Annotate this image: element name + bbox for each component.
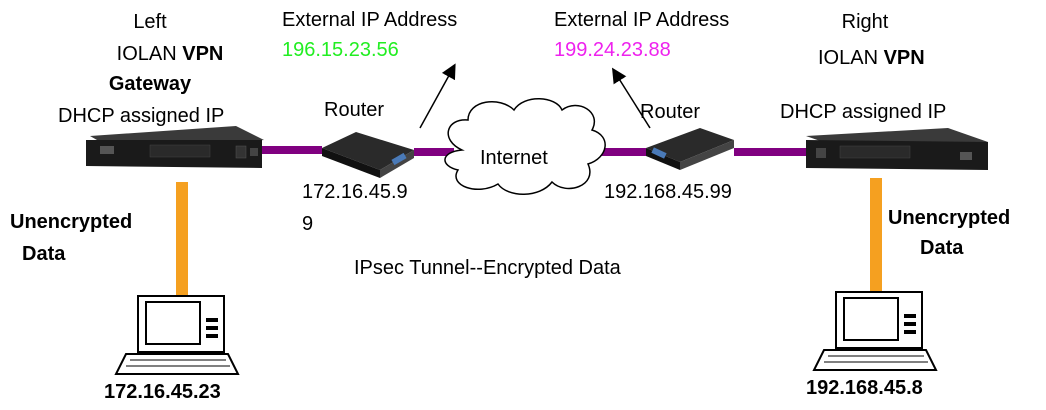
right-gateway-ip-label: DHCP assigned IP [780, 101, 947, 123]
left-router-icon [322, 132, 414, 178]
right-router-gateway-link [734, 148, 808, 156]
right-unencrypted-label-line1: Unencrypted [888, 207, 1011, 229]
left-external-ip-arrow [419, 63, 456, 129]
right-gateway-title-line1: Right [841, 11, 889, 33]
left-router-internal-ip-line2: 9 [302, 213, 314, 235]
left-gateway-vpn-text: VPN [182, 43, 224, 65]
tunnel-label: IPsec Tunnel--Encrypted Data [354, 257, 621, 279]
right-router-icon [646, 128, 734, 170]
left-router-internet-link [414, 148, 454, 156]
right-gateway-device-icon [806, 128, 988, 170]
left-router-internal-ip-line1: 172.16.45.9 [302, 181, 408, 203]
left-gateway-title-line1: Left [133, 11, 167, 33]
right-lan-link [870, 178, 882, 296]
internet-right-router-link [596, 148, 646, 156]
right-unencrypted-label-line2: Data [920, 237, 964, 259]
left-gateway-title-line2: IOLAN VPN [90, 42, 250, 66]
right-router-label: Router [640, 101, 701, 123]
right-router-internal-ip: 192.168.45.99 [604, 181, 732, 203]
right-external-ip: 199.24.23.88 [554, 39, 671, 61]
left-pc-icon [114, 295, 240, 375]
right-gateway-vpn-text: VPN [883, 47, 925, 69]
right-pc-ip: 192.168.45.8 [806, 377, 923, 399]
left-router-label: Router [324, 99, 385, 121]
left-pc-ip: 172.16.45.23 [104, 381, 221, 403]
left-gateway-router-link [262, 146, 322, 154]
left-gateway-device-icon [86, 126, 264, 168]
left-external-ip-label: External IP Address [282, 9, 458, 31]
right-gateway-title-line2: IOLAN VPN [818, 46, 925, 70]
right-external-ip-label: External IP Address [554, 9, 730, 31]
internet-cloud [444, 98, 606, 195]
left-unencrypted-label-line2: Data [22, 243, 66, 265]
right-gateway-iolan-text: IOLAN [818, 47, 879, 69]
left-lan-link [176, 182, 188, 298]
right-pc-icon [812, 291, 938, 371]
right-external-ip-arrow [612, 67, 651, 129]
left-gateway-ip-label: DHCP assigned IP [58, 105, 225, 127]
left-gateway-iolan-text: IOLAN [116, 43, 177, 65]
left-gateway-title-line3: Gateway [108, 73, 192, 95]
left-unencrypted-label-line1: Unencrypted [10, 211, 133, 233]
left-external-ip: 196.15.23.56 [282, 39, 399, 61]
internet-label: Internet [480, 147, 548, 169]
